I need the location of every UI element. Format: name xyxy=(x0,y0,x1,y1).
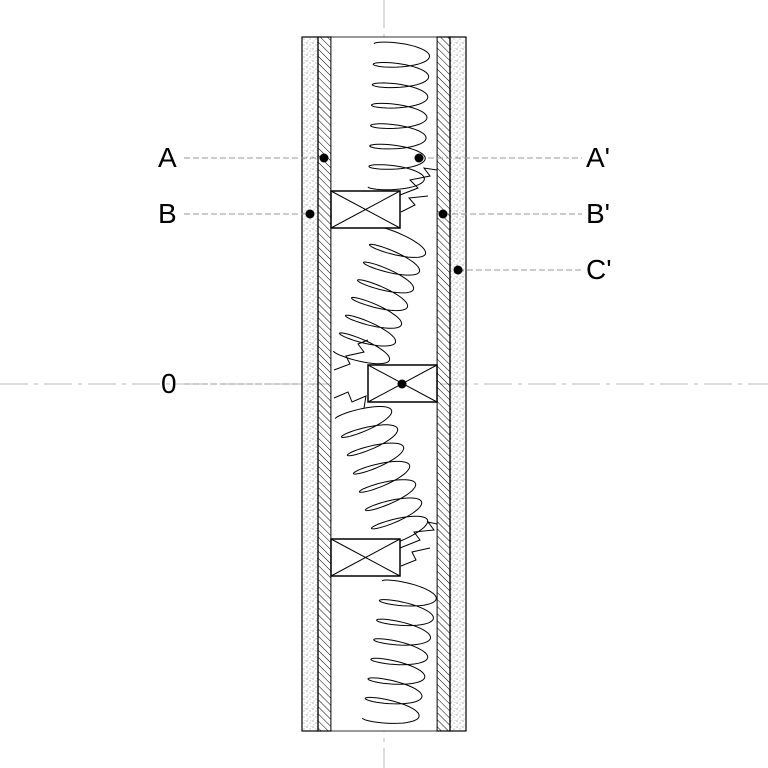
point-b xyxy=(305,209,315,219)
stud-bottom xyxy=(330,538,401,577)
insulation-end-zigzag xyxy=(333,339,369,371)
label-a: A xyxy=(158,142,177,173)
right-board xyxy=(436,36,451,732)
insulation-end-zigzag xyxy=(399,521,437,549)
insulation-end-zigzag xyxy=(400,195,429,213)
leader-lines xyxy=(184,157,582,385)
point-c-prime xyxy=(453,265,463,275)
point-a-prime xyxy=(414,153,424,163)
point-zero xyxy=(397,379,407,389)
label-zero: 0 xyxy=(161,368,177,399)
label-b-prime: B' xyxy=(586,198,611,229)
insulation-coil-bottom xyxy=(361,579,437,724)
measurement-points xyxy=(305,153,463,389)
insulation-coil-middle xyxy=(333,226,427,365)
insulation-batt xyxy=(333,41,437,724)
insulation-end-zigzag xyxy=(400,547,431,567)
insulation-end-zigzag xyxy=(333,391,367,409)
left-board xyxy=(317,36,332,732)
left-sheathing xyxy=(301,36,319,732)
stud-top xyxy=(330,190,401,229)
insulation-coil-lower xyxy=(334,406,429,548)
label-c-prime: C' xyxy=(586,254,612,285)
insulation-end-zigzag xyxy=(399,167,437,196)
point-b-prime xyxy=(438,209,448,219)
label-a-prime: A' xyxy=(586,142,611,173)
right-sheathing xyxy=(449,36,467,732)
label-b: B xyxy=(158,198,177,229)
insulation-coil-upper xyxy=(367,41,431,191)
point-a xyxy=(319,153,329,163)
